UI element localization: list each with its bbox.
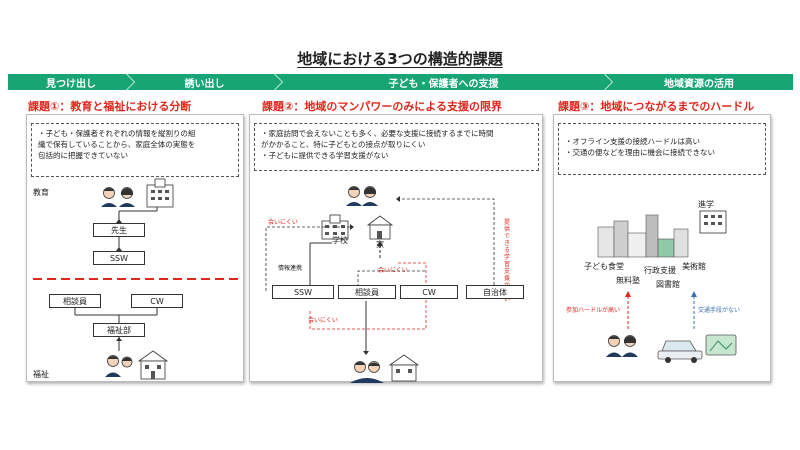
hard-to-meet-1: 会いにくい (268, 219, 298, 226)
ssw-box-2: SSW (272, 285, 334, 299)
school-icon (321, 214, 349, 240)
school-building-icon (146, 178, 174, 208)
note-3-line-2: ・交通の便などを理由に機会に接続できない (565, 148, 715, 157)
museum-label: 美術館 (682, 262, 706, 271)
advance-label: 進学 (698, 200, 714, 209)
welfare-parent-child-icon (105, 355, 133, 377)
library-label: 図書館 (656, 280, 680, 289)
note-3: ・オフライン支援の接続ハードルは高い ・交通の便などを理由に機会に接続できない (558, 123, 766, 175)
municipality-box: 自治体 (466, 285, 524, 299)
teacher-box: 先生 (93, 223, 145, 237)
cw-box-2: CW (400, 285, 458, 299)
hard-to-meet-2: 会いにくい (378, 267, 408, 274)
note-1-line-2: 織で保有していることから、家庭全体の実態を (38, 140, 196, 149)
home-icon (366, 215, 394, 240)
note-1: ・子ども・保護者それぞれの情報を縦割りの組 織で保有していることから、家庭全体の… (31, 123, 239, 177)
note-1-line-3: 包括的に把握できていない (38, 151, 128, 160)
school-icon-3 (699, 210, 727, 234)
welfare-building-icon (137, 350, 169, 380)
school-label: 学校 (332, 236, 348, 245)
info-link-label: 情報連携 (278, 265, 303, 272)
stage-find: 見つけ出し (8, 74, 134, 90)
panel-manpower: ・家庭訪問で会えないことも多く、必要な支援に接続するまでに時間 がかかること、特… (249, 114, 543, 383)
stage-invite: 誘い出し (127, 74, 282, 90)
note-2-line-1: ・家庭訪問で会えないことも多く、必要な支援に接続するまでに時間 (261, 129, 494, 138)
car-icon (657, 340, 703, 363)
note-3-line-1: ・オフライン支援の接続ハードルは高い (565, 137, 700, 146)
issue-2: 課題②：地域のマンパワーのみによる支援の限界 (262, 100, 502, 113)
no-transport-label: 交通手段がない (698, 307, 741, 314)
kids-cafeteria-label: 子ども食堂 (584, 262, 624, 271)
issue-1: 課題①：教育と福祉における分断 (28, 100, 192, 113)
panel-community-resources: ・オフライン支援の接続ハードルは高い ・交通の便などを理由に機会に接続できない (553, 114, 771, 382)
parent-child-icon-bottom (350, 361, 384, 383)
free-school-label: 無料塾 (616, 276, 640, 285)
welfare-dept-box: 福祉部 (93, 323, 145, 337)
cw-box-1: CW (131, 294, 183, 308)
card-icon (705, 334, 737, 356)
admin-support-label: 行政支援 (644, 266, 676, 275)
counselor-box-1: 相談員 (49, 294, 101, 308)
page-title: 地域における3つの構造的課題 (297, 50, 503, 68)
note-2: ・家庭訪問で会えないことも多く、必要な支援に接続するまでに時間 がかかること、特… (254, 123, 539, 171)
panel-3-graphics (597, 210, 737, 363)
stage-support: 子ども・保護者への支援 (275, 74, 612, 90)
issue-3: 課題③：地域につながるまでのハードル (558, 100, 755, 113)
ssw-box-1: SSW (93, 251, 145, 265)
home-label: 家 (376, 240, 384, 249)
note-2-line-2: がかかること、特に子どもとの接点が取りにくい (261, 140, 426, 149)
note-2-line-3: ・子どもに提供できる学習支援がない (261, 151, 389, 160)
welfare-building-icon-2 (388, 354, 420, 382)
parent-child-icon-3 (606, 335, 638, 357)
counselor-box-2: 相談員 (338, 285, 396, 299)
education-label: 教育 (33, 188, 49, 197)
panel-1-graphics (33, 178, 239, 380)
town-buildings-icon (597, 214, 689, 258)
hard-to-meet-3: 会いにくい (308, 317, 338, 324)
parent-child-icon-top (346, 186, 378, 206)
note-1-line-1: ・子ども・保護者それぞれの情報を縦割りの組 (38, 129, 196, 138)
stage-resources: 地域資源の活用 (605, 74, 793, 90)
panel-education-welfare: ・子ども・保護者それぞれの情報を縦割りの組 織で保有していることから、家庭全体の… (26, 114, 244, 382)
welfare-label: 福祉 (33, 370, 49, 379)
participation-hurdle-label: 参加ハードルが高い (566, 307, 621, 314)
panel-2-graphics (265, 186, 495, 383)
parent-child-icon (101, 187, 135, 207)
